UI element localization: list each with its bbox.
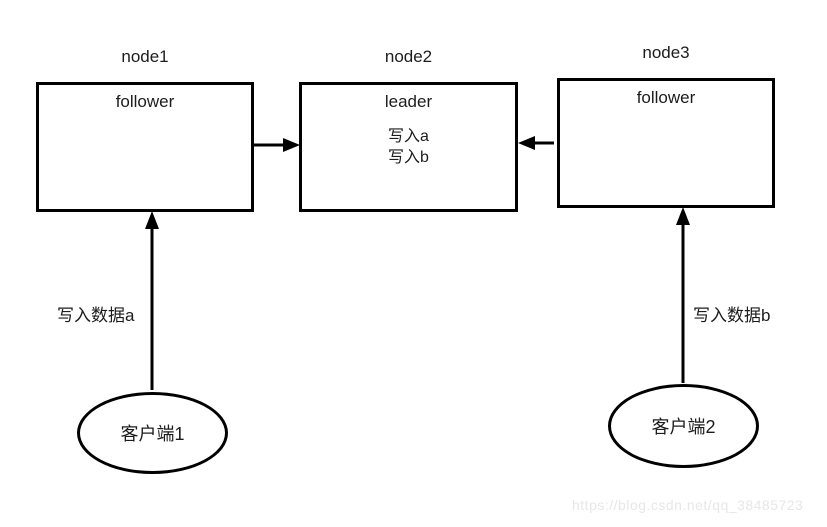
arrowhead-up-icon xyxy=(676,207,690,225)
node2-notes: 写入a 写入b xyxy=(302,126,515,168)
client2-ellipse: 客户端2 xyxy=(608,384,759,468)
node3-role: follower xyxy=(636,88,696,107)
node3-title: node3 xyxy=(642,43,690,62)
client1-label: 客户端1 xyxy=(120,424,185,444)
arrow-node1-to-node2 xyxy=(254,138,300,152)
node2-box: leader 写入a 写入b xyxy=(299,82,518,212)
arrow-client2-to-node3 xyxy=(676,207,690,383)
client2-label: 客户端2 xyxy=(651,417,716,437)
watermark-url: https://blog.csdn.net/qq_38485723 xyxy=(572,497,804,513)
write-note-b: 写入b xyxy=(388,149,429,166)
client1-ellipse: 客户端1 xyxy=(77,392,228,474)
arrow-node3-to-node2 xyxy=(518,136,554,150)
node3-box: follower xyxy=(557,78,775,208)
arrow-client1-to-node1 xyxy=(145,211,159,390)
node2-title: node2 xyxy=(384,47,433,66)
client1-arrow-label: 写入数据a xyxy=(57,306,135,325)
arrowhead-left-icon xyxy=(518,136,535,150)
write-note-a: 写入a xyxy=(388,128,429,145)
client2-arrow-label: 写入数据b xyxy=(693,306,771,325)
node2-role: leader xyxy=(384,92,433,111)
arrowhead-up-icon xyxy=(145,211,159,229)
node1-title: node1 xyxy=(121,47,169,66)
node1-role: follower xyxy=(115,92,175,111)
node1-box: follower xyxy=(36,82,254,212)
arrowhead-right-icon xyxy=(283,138,300,152)
